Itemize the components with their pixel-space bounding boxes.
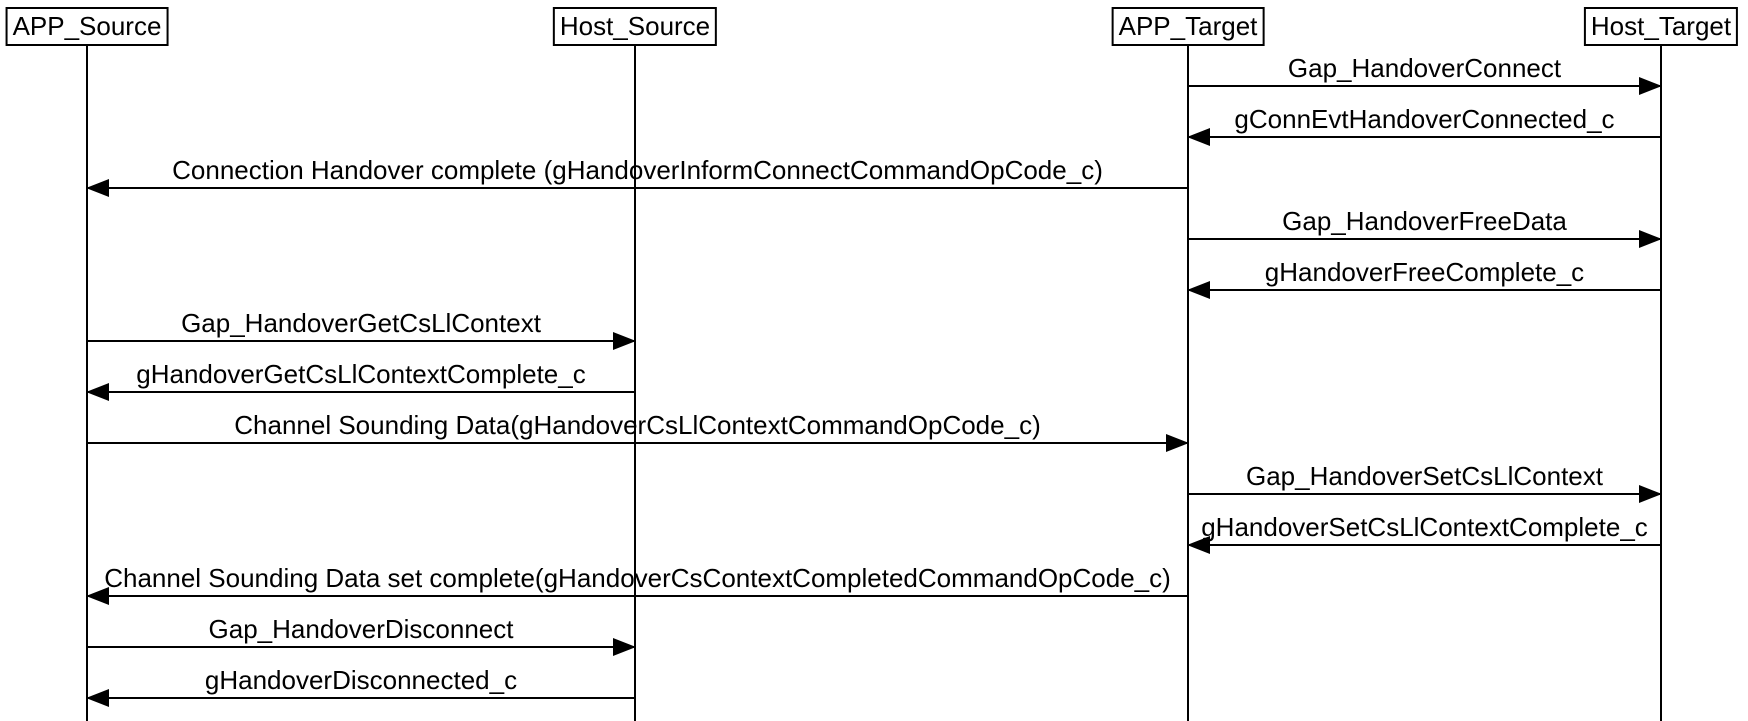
message-app-target-to-app-source: Connection Handover complete (gHandoverI… — [86, 152, 1188, 197]
actor-box-host-target: Host_Target — [1583, 7, 1739, 47]
actor-box-host-source: Host_Source — [552, 7, 718, 47]
actor-label: APP_Target — [1118, 11, 1258, 41]
message-host-target-to-app-target: gHandoverFreeComplete_c — [1187, 254, 1661, 299]
message-host-target-to-app-target: gConnEvtHandoverConnected_c — [1187, 101, 1661, 146]
message-app-source-to-host-source: Gap_HandoverGetCsLlContext — [87, 305, 636, 350]
actor-box-app-source: APP_Source — [5, 7, 169, 47]
message-label: Channel Sounding Data(gHandoverCsLlConte… — [234, 410, 1041, 440]
actor-label: APP_Source — [12, 11, 162, 41]
lifeline-host-source — [634, 45, 636, 721]
message-label: Gap_HandoverFreeData — [1282, 206, 1567, 236]
message-app-source-to-app-target: Channel Sounding Data(gHandoverCsLlConte… — [87, 407, 1189, 452]
message-label: Gap_HandoverDisconnect — [208, 614, 514, 644]
actor-box-app-target: APP_Target — [1111, 7, 1265, 47]
message-label: gHandoverGetCsLlContextComplete_c — [136, 359, 586, 389]
message-label: gHandoverSetCsLlContextComplete_c — [1201, 512, 1648, 542]
arrowhead-left-icon — [1187, 281, 1210, 299]
arrowhead-right-icon — [1639, 485, 1662, 503]
message-label: Connection Handover complete (gHandoverI… — [172, 155, 1103, 185]
message-label: Gap_HandoverSetCsLlContext — [1246, 461, 1603, 491]
arrowhead-left-icon — [86, 689, 109, 707]
message-host-source-to-app-source: gHandoverDisconnected_c — [86, 662, 635, 707]
actor-label: Host_Source — [559, 11, 711, 41]
arrowhead-left-icon — [86, 383, 109, 401]
message-host-target-to-app-target: gHandoverSetCsLlContextComplete_c — [1187, 509, 1661, 554]
message-label: gHandoverFreeComplete_c — [1264, 257, 1585, 287]
message-host-source-to-app-source: gHandoverGetCsLlContextComplete_c — [86, 356, 635, 401]
message-app-source-to-host-source: Gap_HandoverDisconnect — [87, 611, 636, 656]
arrowhead-right-icon — [613, 638, 636, 656]
arrowhead-right-icon — [1166, 434, 1189, 452]
lifeline-app-target — [1187, 45, 1189, 721]
arrowhead-left-icon — [86, 587, 109, 605]
message-label: Gap_HandoverGetCsLlContext — [181, 308, 541, 338]
arrowhead-left-icon — [1187, 536, 1210, 554]
message-app-target-to-host-target: Gap_HandoverConnect — [1188, 50, 1662, 95]
arrowhead-right-icon — [1639, 230, 1662, 248]
message-app-target-to-app-source: Channel Sounding Data set complete(gHand… — [86, 560, 1188, 605]
message-app-target-to-host-target: Gap_HandoverFreeData — [1188, 203, 1662, 248]
message-app-target-to-host-target: Gap_HandoverSetCsLlContext — [1188, 458, 1662, 503]
actor-label: Host_Target — [1590, 11, 1732, 41]
message-label: gConnEvtHandoverConnected_c — [1234, 104, 1615, 134]
message-label: Gap_HandoverConnect — [1287, 53, 1562, 83]
arrowhead-left-icon — [86, 179, 109, 197]
message-label: Channel Sounding Data set complete(gHand… — [104, 563, 1171, 593]
lifeline-host-target — [1660, 45, 1662, 721]
arrowhead-left-icon — [1187, 128, 1210, 146]
arrowhead-right-icon — [613, 332, 636, 350]
arrowhead-right-icon — [1639, 77, 1662, 95]
message-label: gHandoverDisconnected_c — [204, 665, 518, 695]
